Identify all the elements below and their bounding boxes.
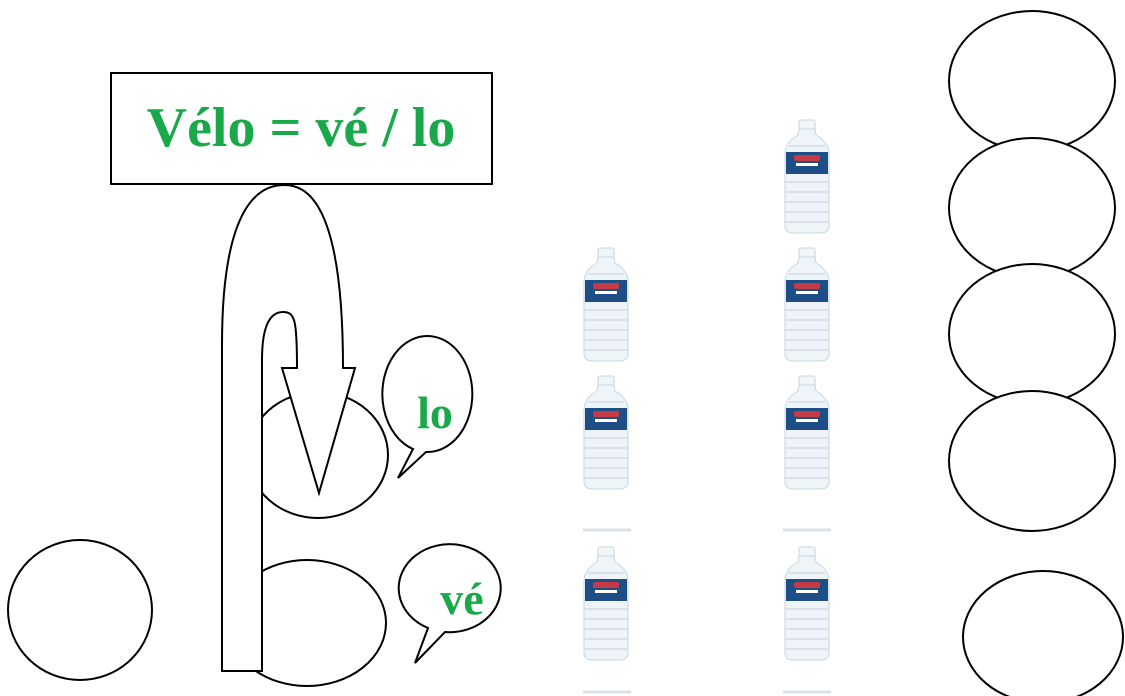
water-bottle-icon [583,247,629,362]
title-frame [110,72,493,185]
speech-bubble-lo-shape [381,335,474,479]
answer-oval-right-3 [948,263,1116,405]
speech-bubble-lo: lo [381,335,474,479]
answer-oval-right-5 [962,570,1124,696]
speech-bubble-ve-shape [397,543,502,664]
answer-oval-right-2 [948,137,1116,279]
water-bottle-icon [583,375,629,490]
bottle-column-left [583,247,629,661]
water-bottle-icon [784,119,830,234]
u-turn-arrow-icon [221,183,357,672]
water-bottle-icon [784,247,830,362]
syllable-ve: vé [440,573,483,624]
bottle-column-right [784,119,830,661]
title-box: Vélo = vé / lo [110,72,493,185]
water-bottle-icon [784,375,830,490]
water-bottle-icon [583,546,629,661]
syllable-lo: lo [417,387,453,438]
answer-oval-bottom-left [7,539,153,681]
answer-oval-right-1 [948,10,1116,152]
answer-oval-right-4 [948,390,1116,532]
speech-bubble-ve: vé [397,543,502,664]
title-text: Vélo = vé / lo [147,97,456,159]
water-bottle-icon [784,546,830,661]
